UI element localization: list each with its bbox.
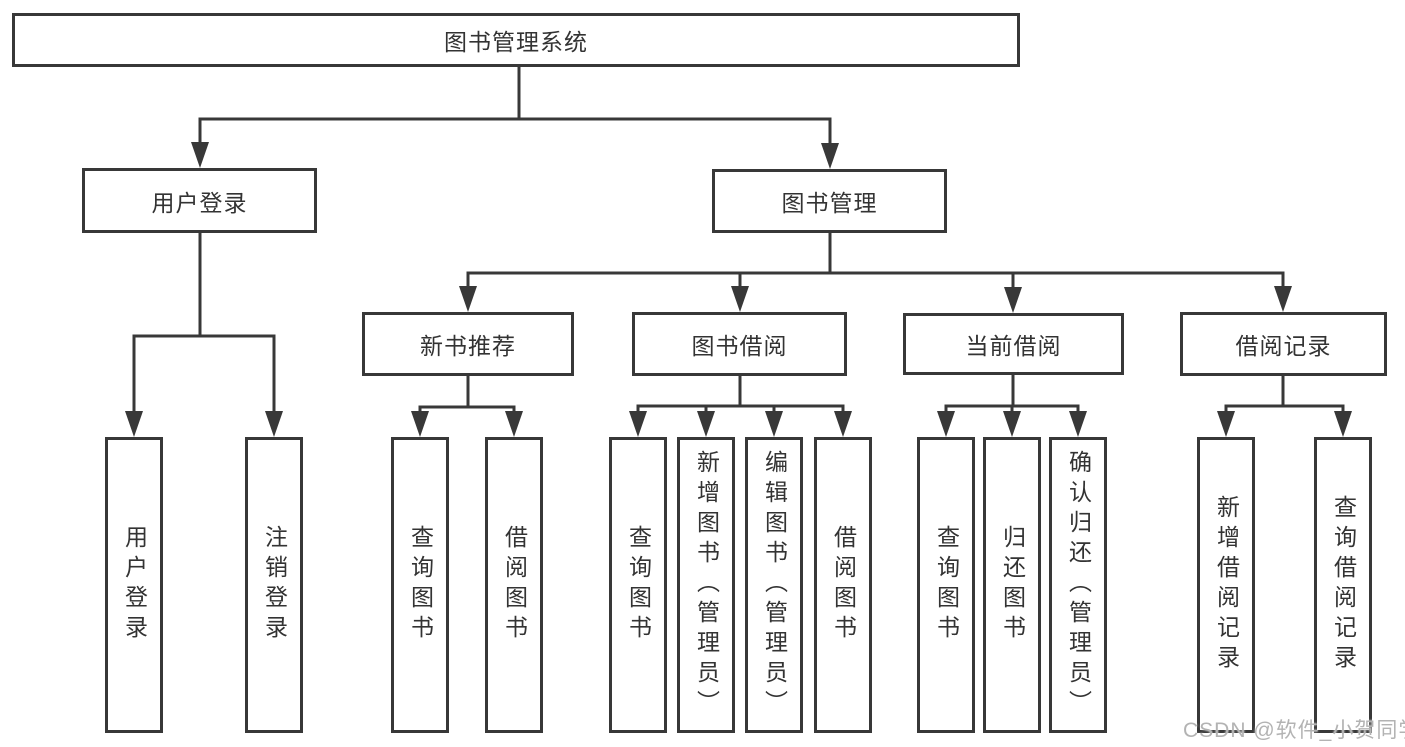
leaf-query-borrow-record: 查询借阅记录: [1314, 437, 1372, 733]
leaf-current-query-book: 查询图书: [917, 437, 975, 733]
node-borrow-records: 借阅记录: [1180, 312, 1387, 376]
leaf-recommend-query-book-label: 查询图书: [407, 525, 434, 645]
node-book-borrow: 图书借阅: [632, 312, 847, 376]
node-root: 图书管理系统: [12, 13, 1020, 67]
leaf-add-borrow-record: 新增借阅记录: [1197, 437, 1255, 733]
leaf-add-book-admin: 新增图书（管理员）: [677, 437, 735, 733]
node-borrow-records-label: 借阅记录: [1235, 333, 1332, 359]
leaf-recommend-borrow-book: 借阅图书: [485, 437, 543, 733]
leaf-user-login: 用户登录: [105, 437, 163, 733]
leaf-query-borrow-record-label: 查询借阅记录: [1330, 495, 1357, 675]
leaf-recommend-query-book: 查询图书: [391, 437, 449, 733]
leaf-current-query-book-label: 查询图书: [933, 525, 960, 645]
leaf-logout: 注销登录: [245, 437, 303, 733]
leaf-return-book-label: 归还图书: [999, 525, 1026, 645]
leaf-logout-label: 注销登录: [261, 525, 288, 645]
leaf-borrow-book-label: 借阅图书: [830, 525, 857, 645]
leaf-user-login-label: 用户登录: [121, 525, 148, 645]
leaf-add-book-admin-label: 新增图书（管理员）: [693, 450, 720, 720]
node-new-book-recommend-label: 新书推荐: [420, 333, 516, 359]
node-new-book-recommend: 新书推荐: [362, 312, 574, 376]
leaf-borrow-query-book: 查询图书: [609, 437, 667, 733]
leaf-add-borrow-record-label: 新增借阅记录: [1213, 495, 1240, 675]
arrowhead-icons: [125, 142, 1352, 437]
node-book-management-label: 图书管理: [781, 190, 878, 216]
node-current-borrow-label: 当前借阅: [965, 333, 1062, 359]
node-book-borrow-label: 图书借阅: [691, 333, 788, 359]
leaf-edit-book-admin: 编辑图书（管理员）: [745, 437, 803, 733]
leaf-edit-book-admin-label: 编辑图书（管理员）: [761, 450, 788, 720]
node-current-borrow: 当前借阅: [903, 313, 1124, 375]
leaf-borrow-query-book-label: 查询图书: [625, 525, 652, 645]
node-user-login-label: 用户登录: [151, 189, 248, 216]
leaf-borrow-book: 借阅图书: [814, 437, 872, 733]
leaf-recommend-borrow-book-label: 借阅图书: [501, 525, 528, 645]
leaf-confirm-return-admin: 确认归还（管理员）: [1049, 437, 1107, 733]
node-user-login: 用户登录: [82, 168, 317, 233]
node-root-label: 图书管理系统: [444, 29, 588, 55]
node-book-management: 图书管理: [712, 169, 947, 233]
leaf-confirm-return-admin-label: 确认归还（管理员）: [1065, 450, 1092, 720]
leaf-return-book: 归还图书: [983, 437, 1041, 733]
watermark: CSDN @软件_小贺同学: [1183, 719, 1405, 742]
